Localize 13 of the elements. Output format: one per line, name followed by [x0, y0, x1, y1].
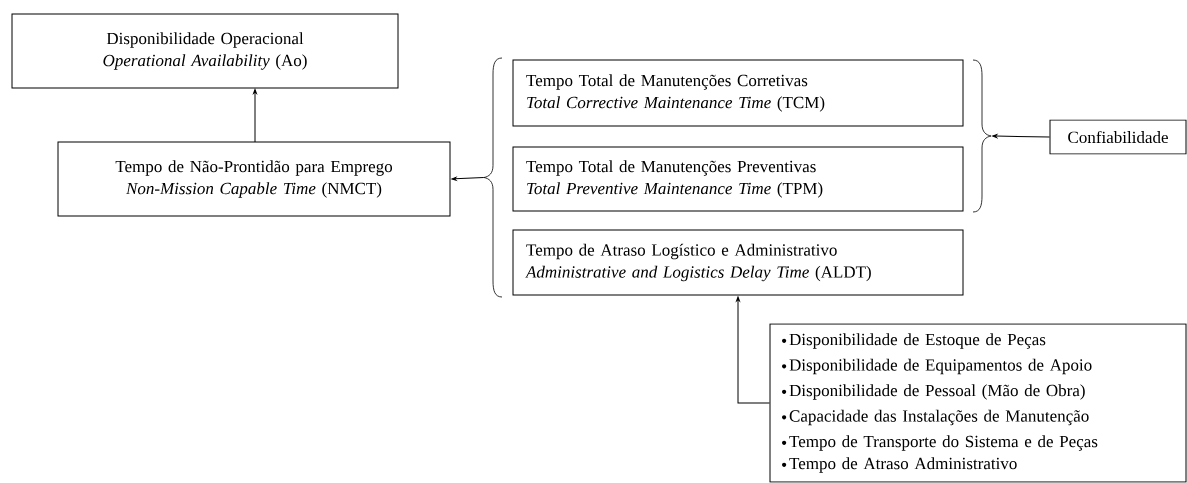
- arrow: [992, 134, 1050, 138]
- curly-brace: [972, 59, 992, 213]
- arrow: [736, 296, 770, 404]
- curly-brace: [483, 57, 503, 298]
- arrow: [451, 176, 485, 181]
- text-box: Disponibilidade Operacional Operational Availability (Ao): [11, 13, 399, 89]
- text-box: Tempo Total de Manutenções Corretivas Total Corrective Maintenance Time (TCM): [512, 59, 964, 127]
- text-box: Tempo Total de Manutenções Preventivas Total Preventive Maintenance Time (TPM): [512, 146, 964, 212]
- text-box: Tempo de Atraso Logístico e Administrativo Administrative and Logistics Delay Time (ALDT): [512, 229, 964, 296]
- text-box: Confiabilidade: [1049, 119, 1187, 155]
- arrow: [253, 89, 257, 143]
- text-box: Tempo de Não-Prontidão para Emprego Non-Mission Capable Time (NMCT): [57, 141, 451, 217]
- bullet-list-box: Disponibilidade de Estoque de Peças Disponibilidade de Equipamentos de Apoio Disponibilidade de Pessoal (Mão de Obra) Capacidade das Instalações de Manutenção Tempo de Transporte do Sistema e de Peças Tempo de Atraso Administrativo: [769, 323, 1187, 483]
